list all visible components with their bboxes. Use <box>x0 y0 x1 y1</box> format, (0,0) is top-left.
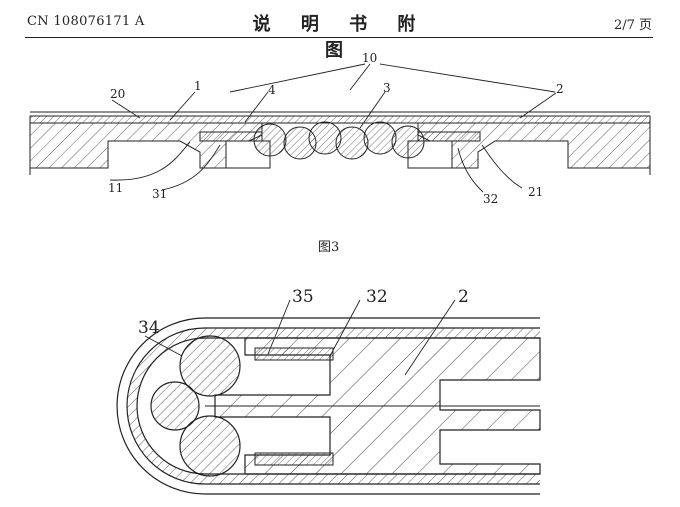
label-2-detail: 2 <box>458 287 469 307</box>
right-support <box>417 131 481 142</box>
label-31: 31 <box>152 187 167 201</box>
upper-slot <box>254 347 334 361</box>
label-35: 35 <box>292 287 314 307</box>
header-rule <box>25 37 653 38</box>
label-10: 10 <box>362 51 377 65</box>
label-34: 34 <box>138 318 160 338</box>
outer-shell <box>116 317 540 495</box>
leader-lines <box>109 63 557 193</box>
lower-slot <box>254 452 334 466</box>
label-20: 20 <box>110 87 125 101</box>
label-4: 4 <box>268 83 276 97</box>
figure-3: 10 20 1 4 3 2 11 31 32 21 <box>29 51 651 206</box>
label-2: 2 <box>556 82 564 96</box>
label-1: 1 <box>194 79 202 93</box>
patent-number: CN 108076171 A <box>27 14 145 29</box>
label-3: 3 <box>383 81 391 95</box>
label-32: 32 <box>483 192 498 206</box>
document-title: 说 明 书 附 图 <box>252 14 428 61</box>
figure-caption: 图3 <box>318 240 340 255</box>
left-support <box>199 131 263 142</box>
label-11: 11 <box>108 181 123 195</box>
right-plate <box>417 122 651 169</box>
hinge-chain <box>253 121 425 160</box>
cover-layer <box>29 115 651 124</box>
knuckle-cluster <box>150 335 241 477</box>
figure-detail: 34 35 32 2 <box>116 287 541 495</box>
label-32-detail: 32 <box>366 287 388 307</box>
label-21: 21 <box>528 185 543 199</box>
page-indicator: 2/7 页 <box>613 18 652 33</box>
